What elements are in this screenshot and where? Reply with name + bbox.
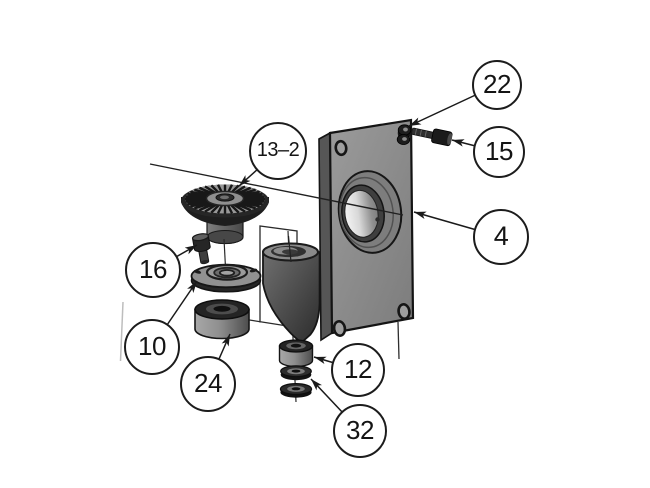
callout-22: 22 [472, 60, 522, 110]
callout-15: 15 [473, 126, 525, 178]
part-mounting-plate [318, 118, 415, 342]
callout-label: 24 [194, 367, 222, 398]
callout-label: 32 [346, 414, 374, 445]
callout-label: 12 [344, 353, 372, 384]
callout-label: 4 [493, 220, 509, 251]
callout-16: 16 [125, 242, 181, 298]
callout-label: 13–2 [256, 138, 300, 161]
callout-32: 32 [333, 404, 387, 458]
callout-label: 15 [485, 135, 513, 166]
part-bushing [194, 299, 250, 340]
callout-label: 16 [139, 253, 167, 284]
plate-drop-line [397, 321, 400, 360]
shaft-axis-line [149, 163, 404, 216]
callout-4: 4 [473, 209, 529, 265]
part-bearing [278, 339, 314, 368]
callout-label: 22 [483, 68, 511, 99]
gear-teeth [185, 184, 265, 214]
callout-10: 10 [124, 319, 180, 375]
faint-edge-line [119, 301, 124, 362]
callout-13-2: 13–2 [249, 122, 307, 180]
callout-12: 12 [331, 343, 385, 397]
part-bevel-gear [181, 184, 269, 226]
callout-24: 24 [180, 356, 236, 412]
plate-bore-boss [337, 170, 403, 254]
part-bracket-housing [262, 235, 321, 344]
part-cap-screw [411, 127, 453, 147]
part-flanged-disc [190, 263, 262, 293]
callout-label: 10 [138, 330, 166, 361]
part-washer-stack [279, 365, 313, 398]
part-corner-washers [396, 124, 412, 145]
